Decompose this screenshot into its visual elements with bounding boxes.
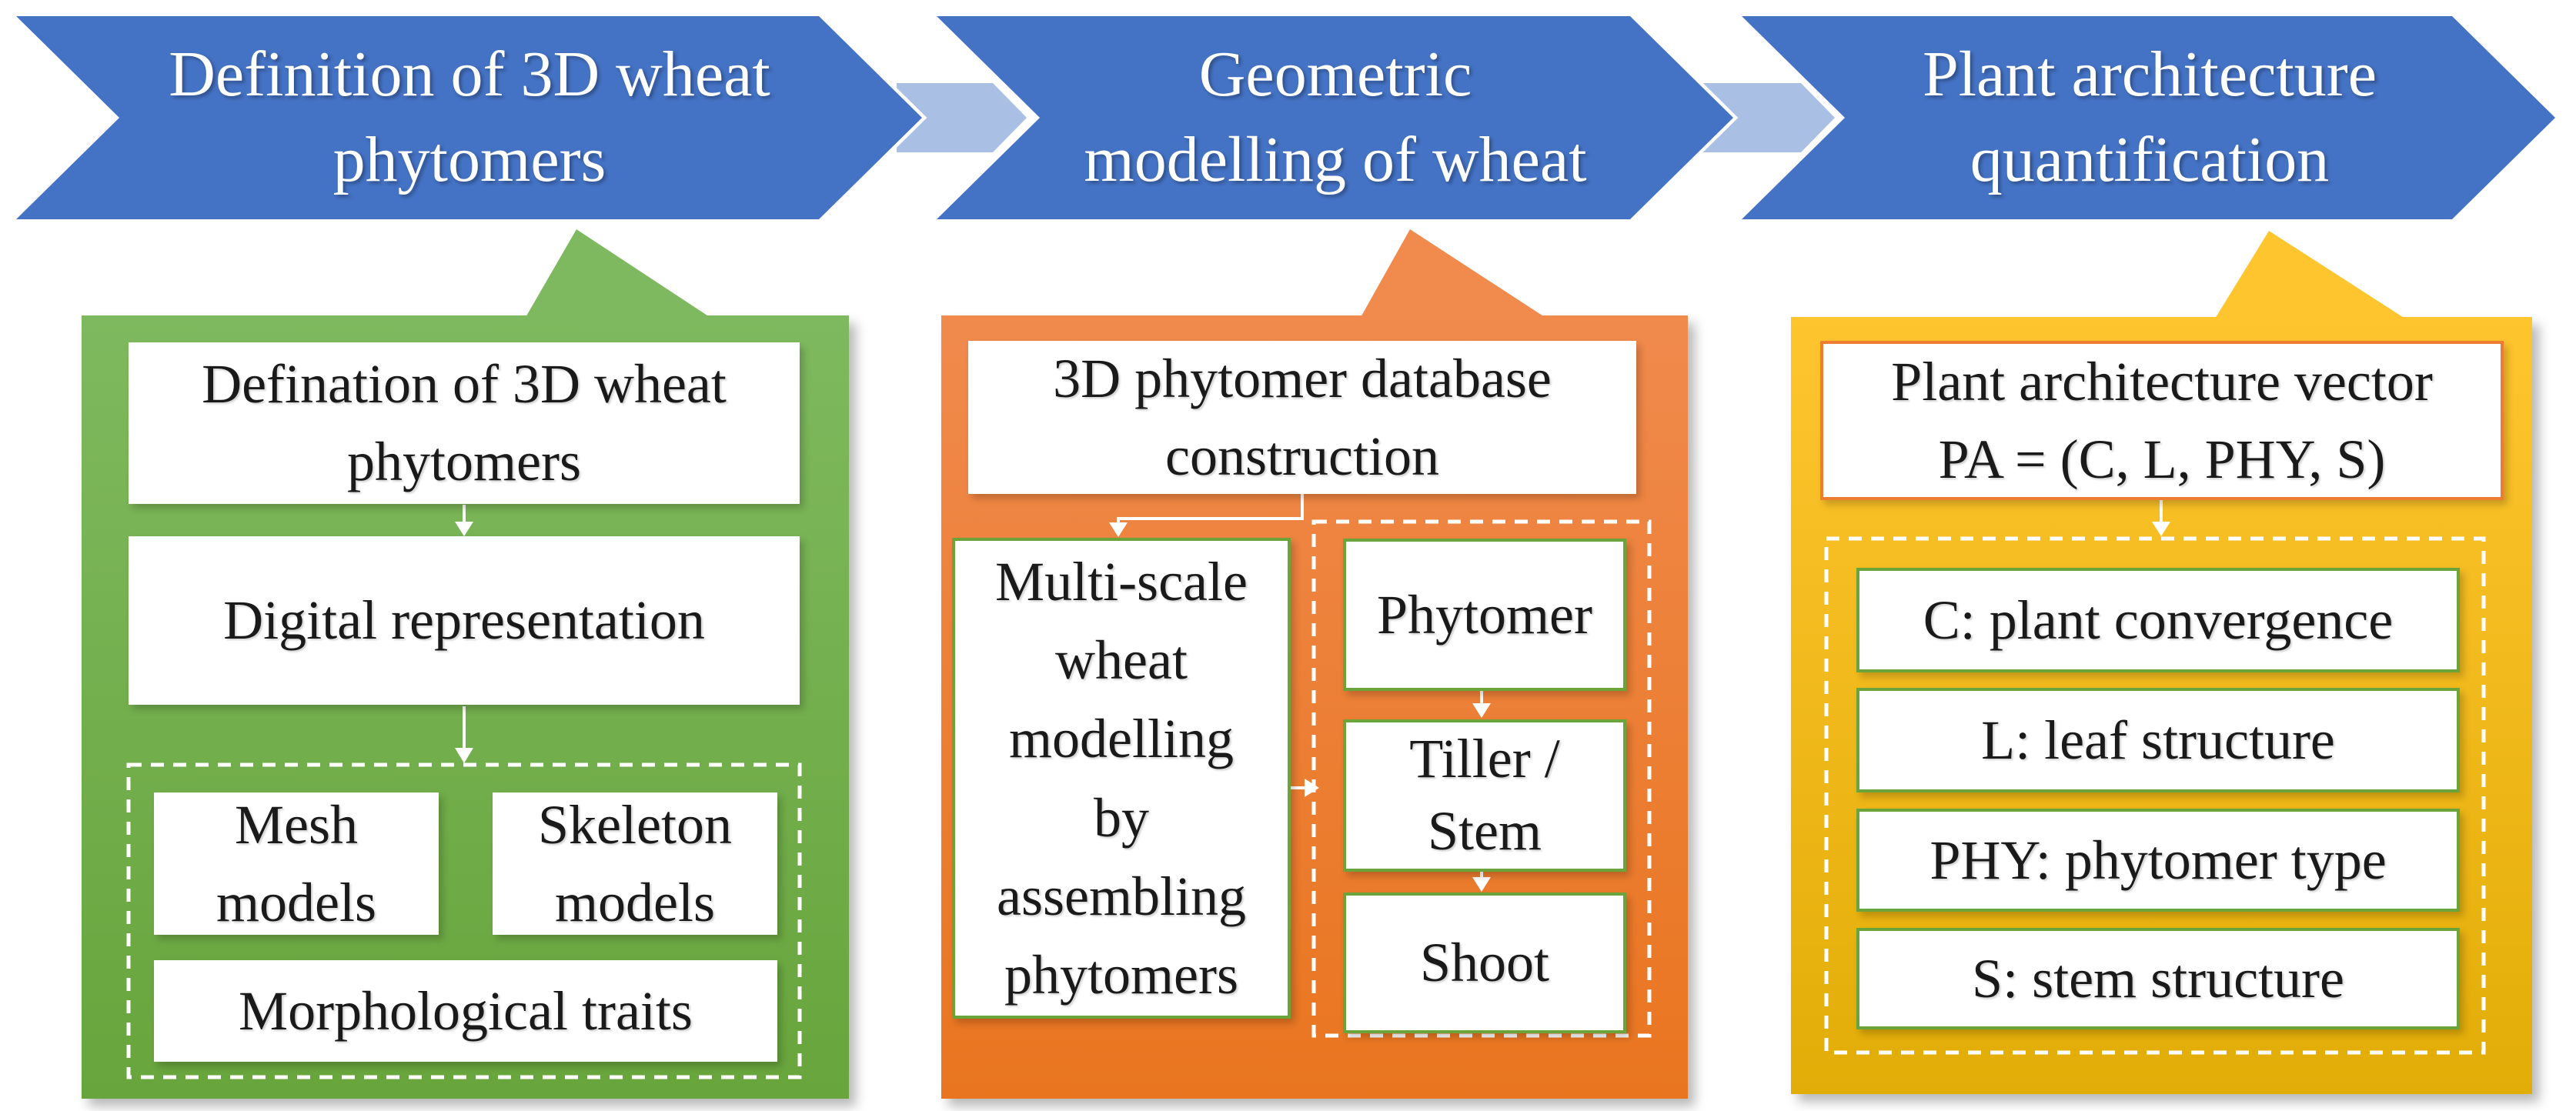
step-label-definition: Definition of 3D wheat phytomers (123, 23, 816, 212)
panel-pointer-orange (1360, 229, 1547, 319)
box-tiller-stem: Tiller / Stem (1343, 719, 1626, 872)
step-label-text: Plant architecture quantification (1922, 38, 2377, 195)
box-plant-architecture-vector: Plant architecture vector PA = (C, L, PH… (1820, 341, 2504, 500)
step-connector-arrow-2 (1702, 83, 1835, 152)
step-connector-arrow-1 (897, 83, 1027, 152)
step-label-geometric: Geometric modelling of wheat (1041, 23, 1630, 212)
step-label-text: Definition of 3D wheat phytomers (169, 38, 770, 195)
box-multiscale-wheat-modelling: Multi-scale wheat modelling by assemblin… (952, 538, 1291, 1019)
step-label-architecture: Plant architecture quantification (1846, 23, 2454, 212)
box-l-leaf-structure: L: leaf structure (1856, 688, 2460, 792)
panel-pointer-green (525, 229, 712, 319)
box-shoot: Shoot (1343, 892, 1626, 1033)
box-digital-representation: Digital representation (129, 536, 800, 705)
step-label-text: Geometric modelling of wheat (1084, 38, 1587, 195)
box-c-plant-convergence: C: plant convergence (1856, 568, 2460, 672)
box-skeleton-models: Skeleton models (493, 792, 777, 935)
box-3d-phytomer-database-construction: 3D phytomer database construction (968, 341, 1636, 494)
box-defination-of-3d-wheat-phytomers: Defination of 3D wheat phytomers (129, 342, 800, 504)
panel-pointer-yellow (2215, 231, 2405, 319)
box-mesh-models: Mesh models (154, 792, 439, 935)
box-morphological-traits: Morphological traits (154, 960, 777, 1062)
box-phy-phytomer-type: PHY: phytomer type (1856, 809, 2460, 912)
box-s-stem-structure: S: stem structure (1856, 928, 2460, 1029)
box-phytomer: Phytomer (1343, 539, 1626, 691)
